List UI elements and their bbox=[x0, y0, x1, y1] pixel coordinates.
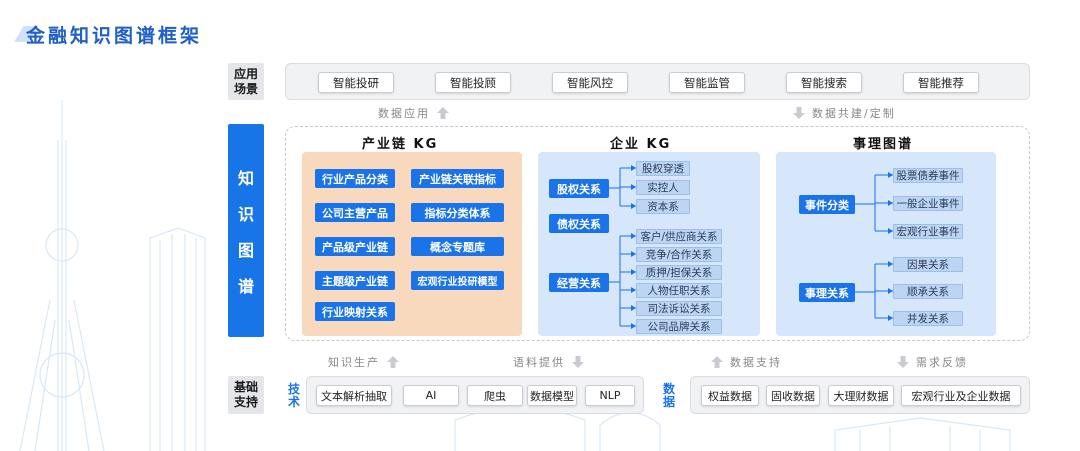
flow-label: 知识生产 bbox=[328, 356, 380, 369]
arrow-down-icon bbox=[572, 356, 584, 368]
side-label-line: 场景 bbox=[233, 81, 258, 96]
industry-item[interactable]: 指标分类体系 bbox=[411, 203, 504, 222]
tech-item[interactable]: NLP bbox=[585, 385, 635, 406]
side-label-line: 应用 bbox=[233, 66, 258, 81]
data-bar: 权益数据 固收数据 大理财数据 宏观行业及企业数据 bbox=[690, 376, 1030, 414]
industry-kg-title: 产业链 KG bbox=[362, 137, 439, 152]
side-label-line: 支持 bbox=[233, 395, 258, 409]
data-label-char: 据 bbox=[662, 395, 675, 409]
arrow-up-icon bbox=[387, 356, 399, 368]
side-kg-char: 知 bbox=[237, 168, 254, 188]
arrow-up-icon bbox=[711, 356, 723, 368]
flow-knowledge-production: 知识生产 bbox=[328, 354, 400, 370]
side-label-application: 应用 场景 bbox=[228, 63, 264, 100]
industry-item[interactable]: 产品级产业链 bbox=[315, 237, 395, 256]
side-kg-char: 图 bbox=[237, 240, 254, 260]
tech-label: 技 术 bbox=[287, 383, 301, 409]
event-group-classification[interactable]: 事件分类 bbox=[799, 195, 855, 214]
flow-label: 数据应用 bbox=[378, 107, 430, 120]
arrow-down-icon bbox=[897, 356, 909, 368]
industry-item[interactable]: 概念专题库 bbox=[411, 237, 504, 256]
enterprise-tag[interactable]: 质押/担保关系 bbox=[636, 265, 722, 280]
side-kg-char: 识 bbox=[237, 204, 254, 224]
industry-item[interactable]: 产业链关联指标 bbox=[411, 169, 504, 188]
flow-corpus: 语料提供 bbox=[513, 354, 585, 370]
enterprise-group-debt[interactable]: 债权关系 bbox=[549, 214, 609, 233]
flow-feedback: 需求反馈 bbox=[896, 354, 968, 370]
side-label-knowledge-graph: 知 识 图 谱 bbox=[228, 124, 264, 337]
data-label-char: 数 bbox=[662, 382, 675, 396]
tech-item[interactable]: 数据模型 bbox=[527, 385, 577, 406]
tech-bar: 文本解析抽取 AI 爬虫 数据模型 NLP bbox=[306, 376, 644, 414]
application-bar: 智能投研 智能投顾 智能风控 智能监管 智能搜索 智能推荐 bbox=[285, 63, 1030, 100]
app-button-research[interactable]: 智能投研 bbox=[318, 72, 394, 93]
side-label-base: 基础 支持 bbox=[228, 376, 264, 414]
app-button-risk[interactable]: 智能风控 bbox=[552, 72, 628, 93]
data-label: 数 据 bbox=[662, 383, 676, 409]
enterprise-tag[interactable]: 公司品牌关系 bbox=[636, 319, 722, 334]
event-tag[interactable]: 一般企业事件 bbox=[893, 196, 963, 211]
event-tag[interactable]: 并发关系 bbox=[893, 311, 963, 326]
arrow-down-icon bbox=[793, 107, 805, 119]
industry-item[interactable]: 行业产品分类 bbox=[315, 169, 395, 188]
enterprise-kg-title: 企业 KG bbox=[610, 137, 672, 152]
flow-label: 语料提供 bbox=[513, 356, 565, 369]
industry-item[interactable]: 宏观行业投研模型 bbox=[411, 271, 504, 290]
tech-item[interactable]: 爬虫 bbox=[467, 385, 523, 406]
tech-item[interactable]: 文本解析抽取 bbox=[316, 385, 392, 406]
flow-label: 数据共建/定制 bbox=[812, 107, 896, 120]
flow-data-support: 数据支持 bbox=[710, 354, 782, 370]
arrow-up-icon bbox=[437, 107, 449, 119]
flow-label: 数据支持 bbox=[730, 356, 782, 369]
side-kg-char: 谱 bbox=[237, 276, 254, 296]
event-tag[interactable]: 顺承关系 bbox=[893, 284, 963, 299]
flow-label: 需求反馈 bbox=[916, 356, 968, 369]
data-item[interactable]: 固收数据 bbox=[766, 385, 820, 406]
flow-data-share: 数据共建/定制 bbox=[792, 105, 896, 121]
enterprise-tag[interactable]: 人物任职关系 bbox=[636, 283, 722, 298]
event-tag[interactable]: 因果关系 bbox=[893, 257, 963, 272]
data-item[interactable]: 权益数据 bbox=[701, 385, 759, 406]
kg-container bbox=[285, 126, 1030, 341]
data-item[interactable]: 大理财数据 bbox=[828, 385, 894, 406]
app-button-recommend[interactable]: 智能推荐 bbox=[903, 72, 979, 93]
enterprise-tag[interactable]: 竞争/合作关系 bbox=[636, 247, 722, 262]
app-button-advisor[interactable]: 智能投顾 bbox=[435, 72, 511, 93]
page-title: 金融知识图谱框架 bbox=[26, 24, 203, 47]
event-group-relation[interactable]: 事理关系 bbox=[799, 283, 855, 302]
app-button-supervision[interactable]: 智能监管 bbox=[669, 72, 745, 93]
page-title-wrap: 金融知识图谱框架 bbox=[14, 20, 199, 48]
event-tag[interactable]: 宏观行业事件 bbox=[893, 224, 963, 239]
industry-item[interactable]: 主题级产业链 bbox=[315, 271, 395, 290]
tech-label-char: 技 bbox=[287, 382, 300, 396]
enterprise-tag[interactable]: 实控人 bbox=[636, 180, 690, 195]
enterprise-tag[interactable]: 股权穿透 bbox=[636, 161, 690, 176]
enterprise-tag[interactable]: 客户/供应商关系 bbox=[636, 229, 722, 244]
enterprise-tag[interactable]: 司法诉讼关系 bbox=[636, 301, 722, 316]
app-button-search[interactable]: 智能搜索 bbox=[786, 72, 862, 93]
enterprise-tag[interactable]: 资本系 bbox=[636, 199, 690, 214]
event-kg-panel bbox=[776, 152, 996, 336]
side-label-line: 基础 bbox=[233, 380, 258, 394]
data-item[interactable]: 宏观行业及企业数据 bbox=[901, 385, 1021, 406]
industry-item[interactable]: 行业映射关系 bbox=[315, 302, 395, 321]
flow-data-application: 数据应用 bbox=[378, 105, 450, 121]
tech-label-char: 术 bbox=[287, 395, 300, 409]
industry-item[interactable]: 公司主营产品 bbox=[315, 203, 395, 222]
enterprise-group-operation[interactable]: 经营关系 bbox=[549, 273, 609, 292]
enterprise-group-equity[interactable]: 股权关系 bbox=[549, 179, 609, 198]
tech-item[interactable]: AI bbox=[403, 385, 459, 406]
event-kg-title: 事理图谱 bbox=[853, 137, 914, 152]
event-tag[interactable]: 股票债券事件 bbox=[893, 168, 963, 183]
